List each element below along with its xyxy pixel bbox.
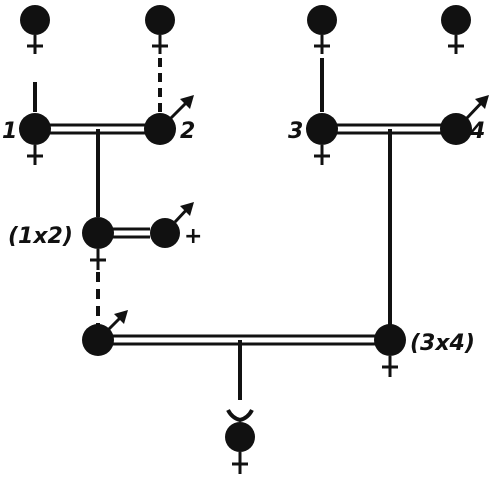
- mating-line-final: [113, 334, 375, 346]
- final-offspring: [225, 409, 255, 474]
- individual-1: [19, 113, 51, 165]
- mating-line-1x2-partner: [113, 227, 150, 239]
- individual-2: [144, 95, 194, 145]
- label-1: 1: [2, 119, 17, 144]
- individual-1x2-female: [82, 217, 114, 270]
- ancestor-female-3: [307, 5, 337, 54]
- gen3-male: [82, 310, 128, 356]
- individual-3: [306, 113, 338, 165]
- ancestor-female-1: [20, 5, 50, 54]
- label-4: 4: [469, 119, 485, 144]
- ancestor-female-2: [145, 5, 175, 54]
- label-plus: +: [184, 224, 202, 249]
- label-3: 3: [288, 119, 303, 144]
- ancestor-female-4: [441, 5, 471, 54]
- partner-male: [150, 202, 194, 248]
- label-cross-3x4: (3x4): [410, 331, 475, 356]
- gen3-female-3x4: [374, 324, 406, 377]
- label-2: 2: [180, 119, 195, 144]
- individual-4: [440, 95, 489, 145]
- label-cross-1x2: (1x2): [8, 224, 73, 249]
